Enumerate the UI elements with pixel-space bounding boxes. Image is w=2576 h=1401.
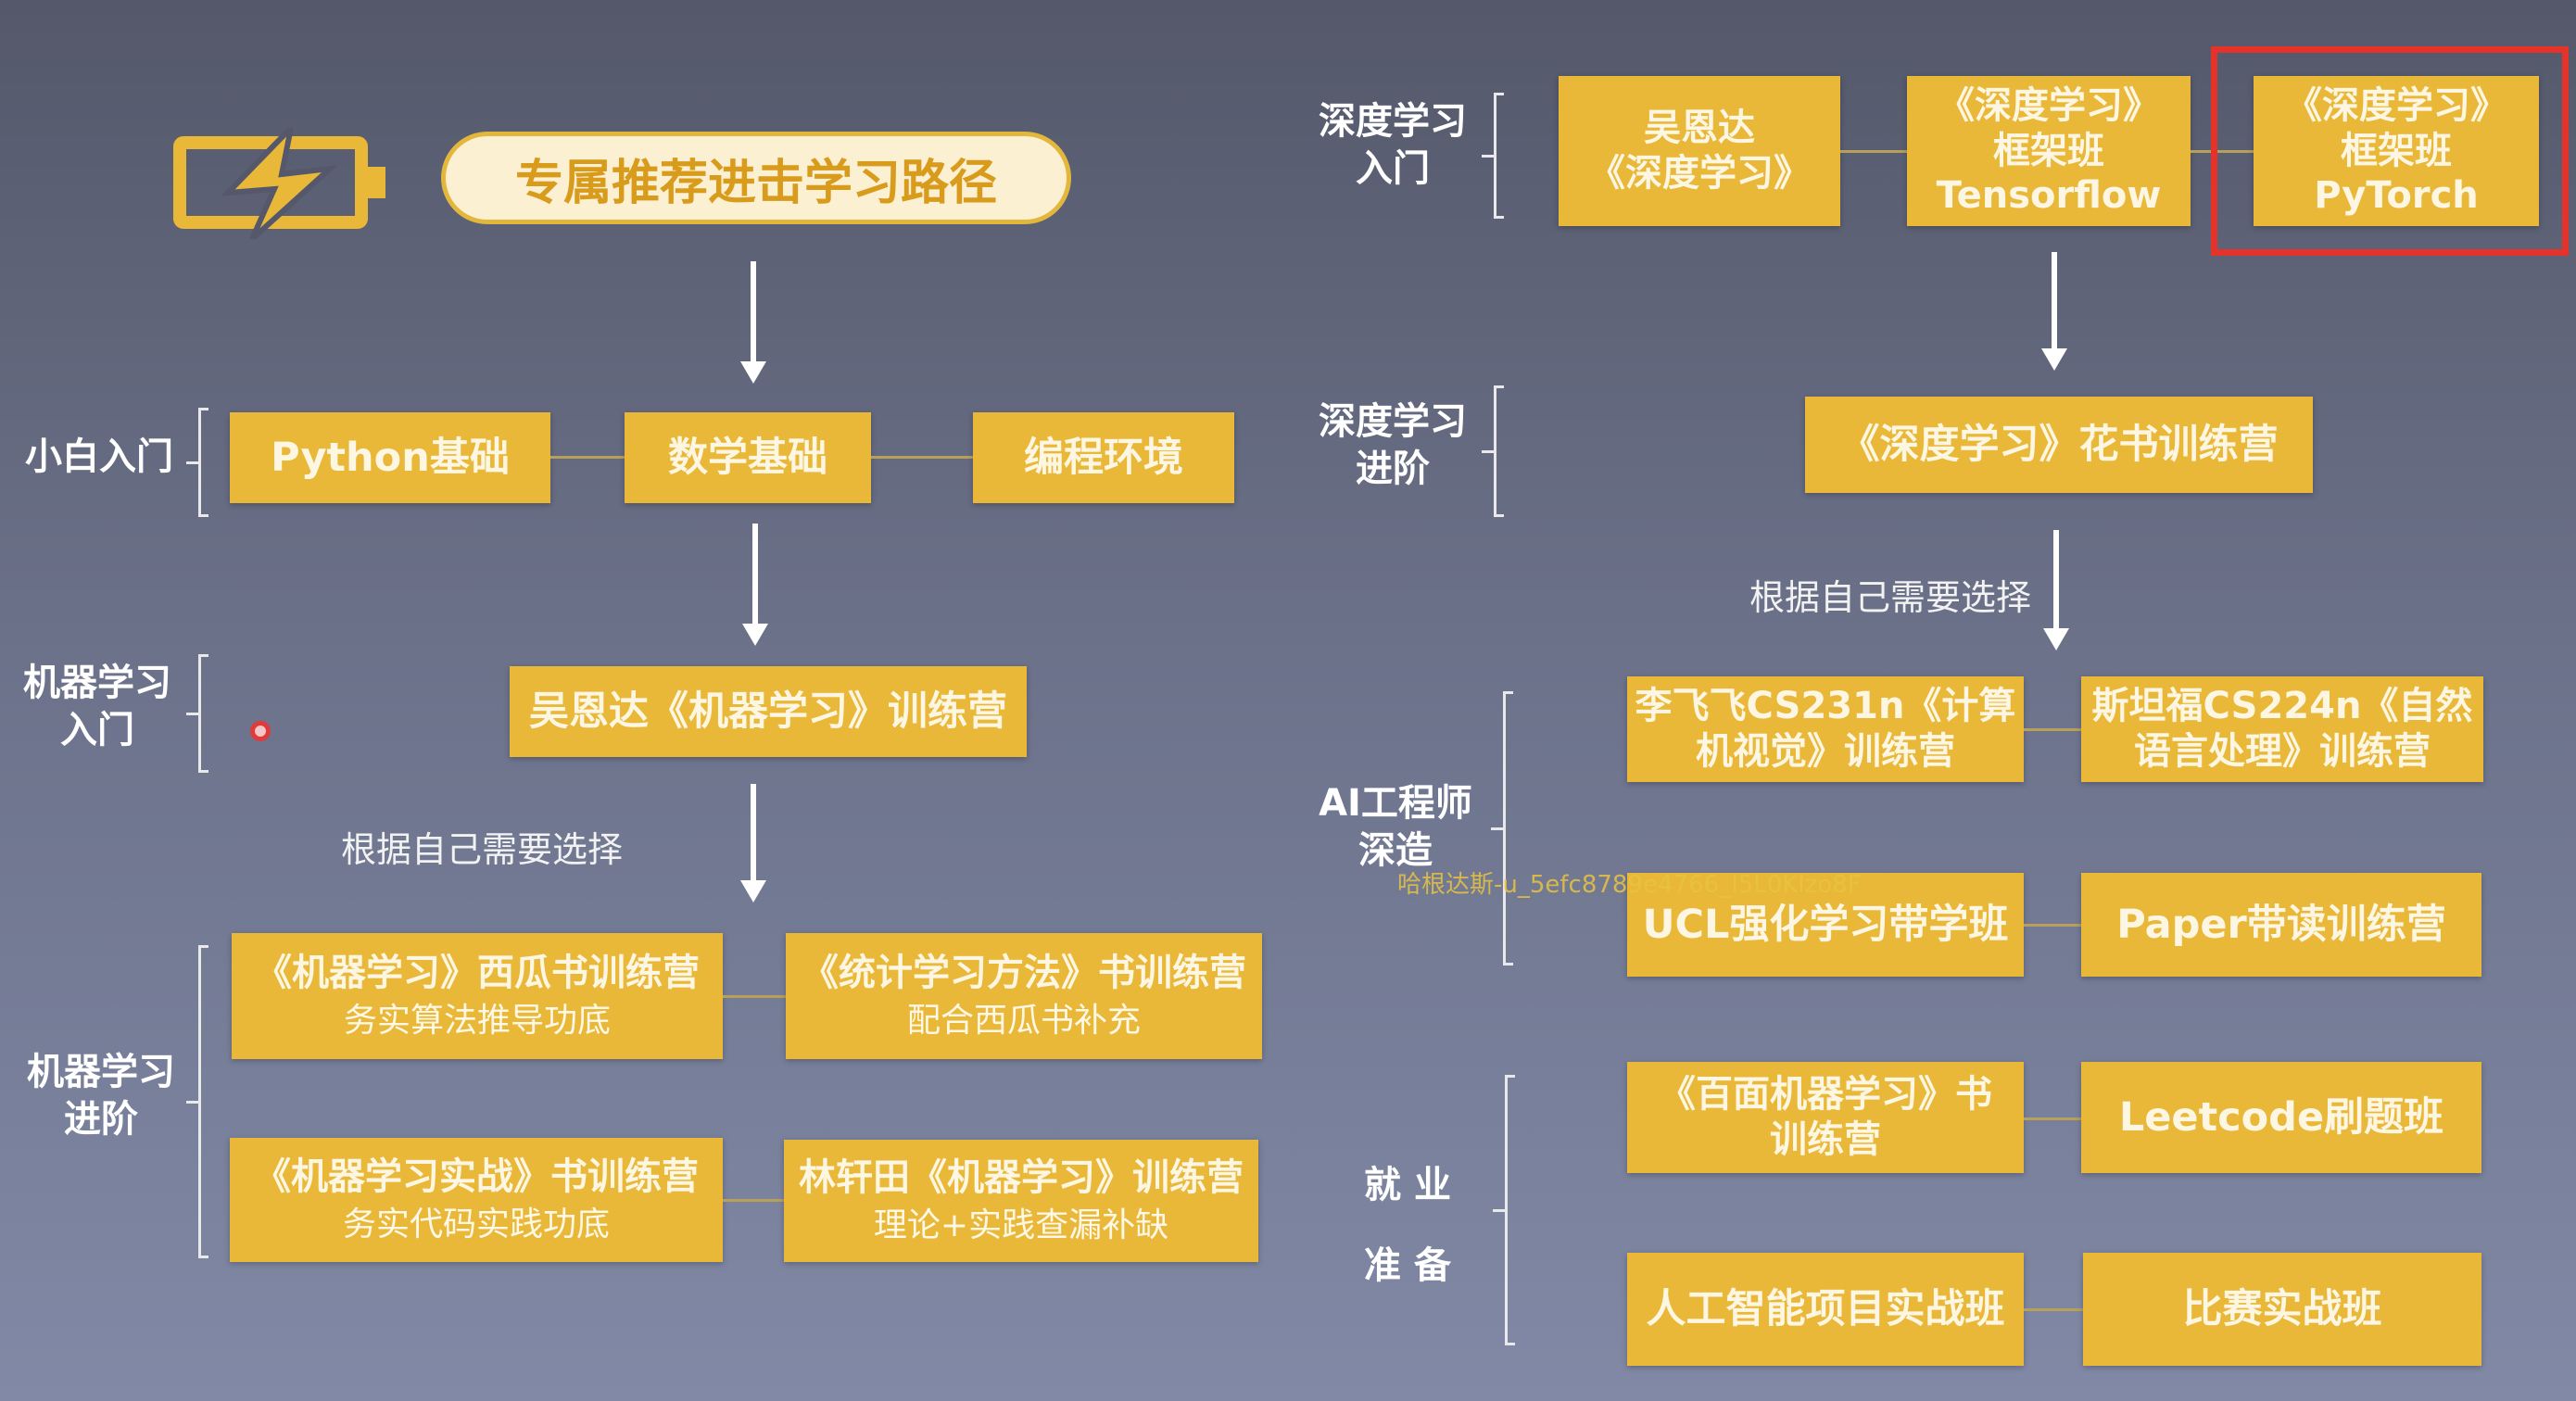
stage-job-prep: 就 业 准 备 — [1364, 1164, 1451, 1288]
lin-ml-box: 林轩田《机器学习》训练营 理论+实践查漏补缺 — [784, 1140, 1258, 1262]
arrow-down-icon — [740, 261, 766, 384]
watermelon-book-sub: 务实算法推导功底 — [343, 1002, 611, 1041]
connector — [2024, 728, 2081, 731]
flower-book-label: 《深度学习》花书训练营 — [1839, 421, 2279, 468]
ai-project-label: 人工智能项目实战班 — [1646, 1285, 2005, 1332]
leetcode-box: Leetcode刷题班 — [2081, 1062, 2481, 1173]
connector — [723, 1199, 784, 1202]
ml-in-action-title: 《机器学习实战》书训练营 — [254, 1155, 699, 1198]
arrow-down-icon — [2041, 252, 2067, 371]
ucl-rl-box: UCL强化学习带学班 — [1627, 873, 2024, 977]
connector — [2191, 150, 2254, 153]
bracket — [186, 654, 208, 773]
connector — [550, 456, 625, 459]
ml-in-action-box: 《机器学习实战》书训练营 务实代码实践功底 — [230, 1138, 723, 1262]
battery-charging-icon — [172, 119, 395, 242]
paper-reading-box: Paper带读训练营 — [2081, 873, 2481, 977]
bracket — [1493, 1075, 1515, 1345]
lin-ml-title: 林轩田《机器学习》训练营 — [799, 1155, 1244, 1199]
tensorflow-box: 《深度学习》 框架班 Tensorflow — [1907, 76, 2191, 226]
stat-learning-title: 《统计学习方法》书训练营 — [802, 951, 1246, 994]
competition-label: 比赛实战班 — [2182, 1285, 2382, 1332]
stage-dl-intro: 深度学习 入门 — [1319, 100, 1467, 191]
ng-ml-bootcamp-label: 吴恩达《机器学习》训练营 — [529, 688, 1007, 735]
cs231n-box: 李飞飞CS231n《计算 机视觉》训练营 — [1627, 676, 2024, 782]
arrow-down-icon — [740, 784, 766, 902]
python-basics-box: Python基础 — [230, 412, 550, 503]
leetcode-label: Leetcode刷题班 — [2118, 1093, 2444, 1141]
cs224n-label: 斯坦福CS224n《自然 语言处理》训练营 — [2091, 685, 2473, 773]
programming-env-label: 编程环境 — [1024, 434, 1183, 481]
ng-ml-bootcamp-box: 吴恩达《机器学习》训练营 — [510, 666, 1027, 757]
ml-in-action-sub: 务实代码实践功底 — [342, 1205, 610, 1244]
tensorflow-label: 《深度学习》 框架班 Tensorflow — [1936, 83, 2162, 218]
math-basics-box: 数学基础 — [625, 412, 871, 503]
stage-ai-engineer: AI工程师 深造 — [1319, 782, 1472, 873]
cs231n-label: 李飞飞CS231n《计算 机视觉》训练营 — [1635, 685, 2016, 773]
choose-note: 根据自己需要选择 — [341, 829, 624, 870]
ai-project-box: 人工智能项目实战班 — [1627, 1253, 2024, 1366]
stat-learning-box: 《统计学习方法》书训练营 配合西瓜书补充 — [786, 933, 1262, 1059]
baimian-ml-box: 《百面机器学习》书 训练营 — [1627, 1062, 2024, 1173]
page-title: 专属推荐进击学习路径 — [441, 132, 1071, 224]
watermark: 哈根达斯-u_5efc8789e4766_I5L0Klzo8F — [1397, 871, 1862, 899]
watermelon-book-title: 《机器学习》西瓜书训练营 — [255, 951, 700, 994]
connector — [871, 456, 973, 459]
bracket — [186, 945, 208, 1258]
paper-reading-label: Paper带读训练营 — [2116, 901, 2446, 948]
connector — [2024, 1117, 2081, 1120]
python-basics-label: Python基础 — [271, 434, 510, 481]
connector — [1840, 150, 1907, 153]
connector — [2024, 1308, 2083, 1311]
programming-env-box: 编程环境 — [973, 412, 1234, 503]
bracket — [1482, 385, 1504, 517]
cs224n-box: 斯坦福CS224n《自然 语言处理》训练营 — [2081, 676, 2483, 782]
stage-ml-advanced: 机器学习 进阶 — [27, 1051, 175, 1142]
pytorch-box: 《深度学习》 框架班 PyTorch — [2254, 76, 2539, 226]
ng-dl-box: 吴恩达 《深度学习》 — [1559, 76, 1840, 226]
stat-learning-sub: 配合西瓜书补充 — [906, 1002, 1141, 1041]
math-basics-label: 数学基础 — [668, 434, 827, 481]
stage-ml-intro: 机器学习 入门 — [23, 662, 171, 752]
choose-note: 根据自己需要选择 — [1749, 577, 2032, 618]
competition-box: 比赛实战班 — [2083, 1253, 2481, 1366]
highlight-frame — [2211, 46, 2569, 256]
bracket — [1491, 691, 1513, 966]
pytorch-label: 《深度学习》 框架班 PyTorch — [2285, 83, 2507, 218]
watermelon-book-box: 《机器学习》西瓜书训练营 务实算法推导功底 — [232, 933, 723, 1059]
baimian-ml-label: 《百面机器学习》书 训练营 — [1659, 1073, 1992, 1161]
flower-book-box: 《深度学习》花书训练营 — [1805, 397, 2313, 493]
stage-beginner: 小白入门 — [25, 435, 173, 478]
ucl-rl-label: UCL强化学习带学班 — [1642, 901, 2009, 948]
arrow-down-icon — [2043, 530, 2069, 650]
stage-dl-advanced: 深度学习 进阶 — [1319, 400, 1467, 491]
bracket — [1482, 93, 1504, 219]
connector — [723, 995, 786, 998]
connector — [2024, 924, 2081, 927]
ng-dl-label: 吴恩达 《深度学习》 — [1588, 107, 1811, 195]
cursor-marker-icon — [250, 721, 271, 741]
arrow-down-icon — [742, 524, 768, 646]
lin-ml-sub: 理论+实践查漏补缺 — [873, 1206, 1169, 1245]
bracket — [186, 408, 208, 517]
